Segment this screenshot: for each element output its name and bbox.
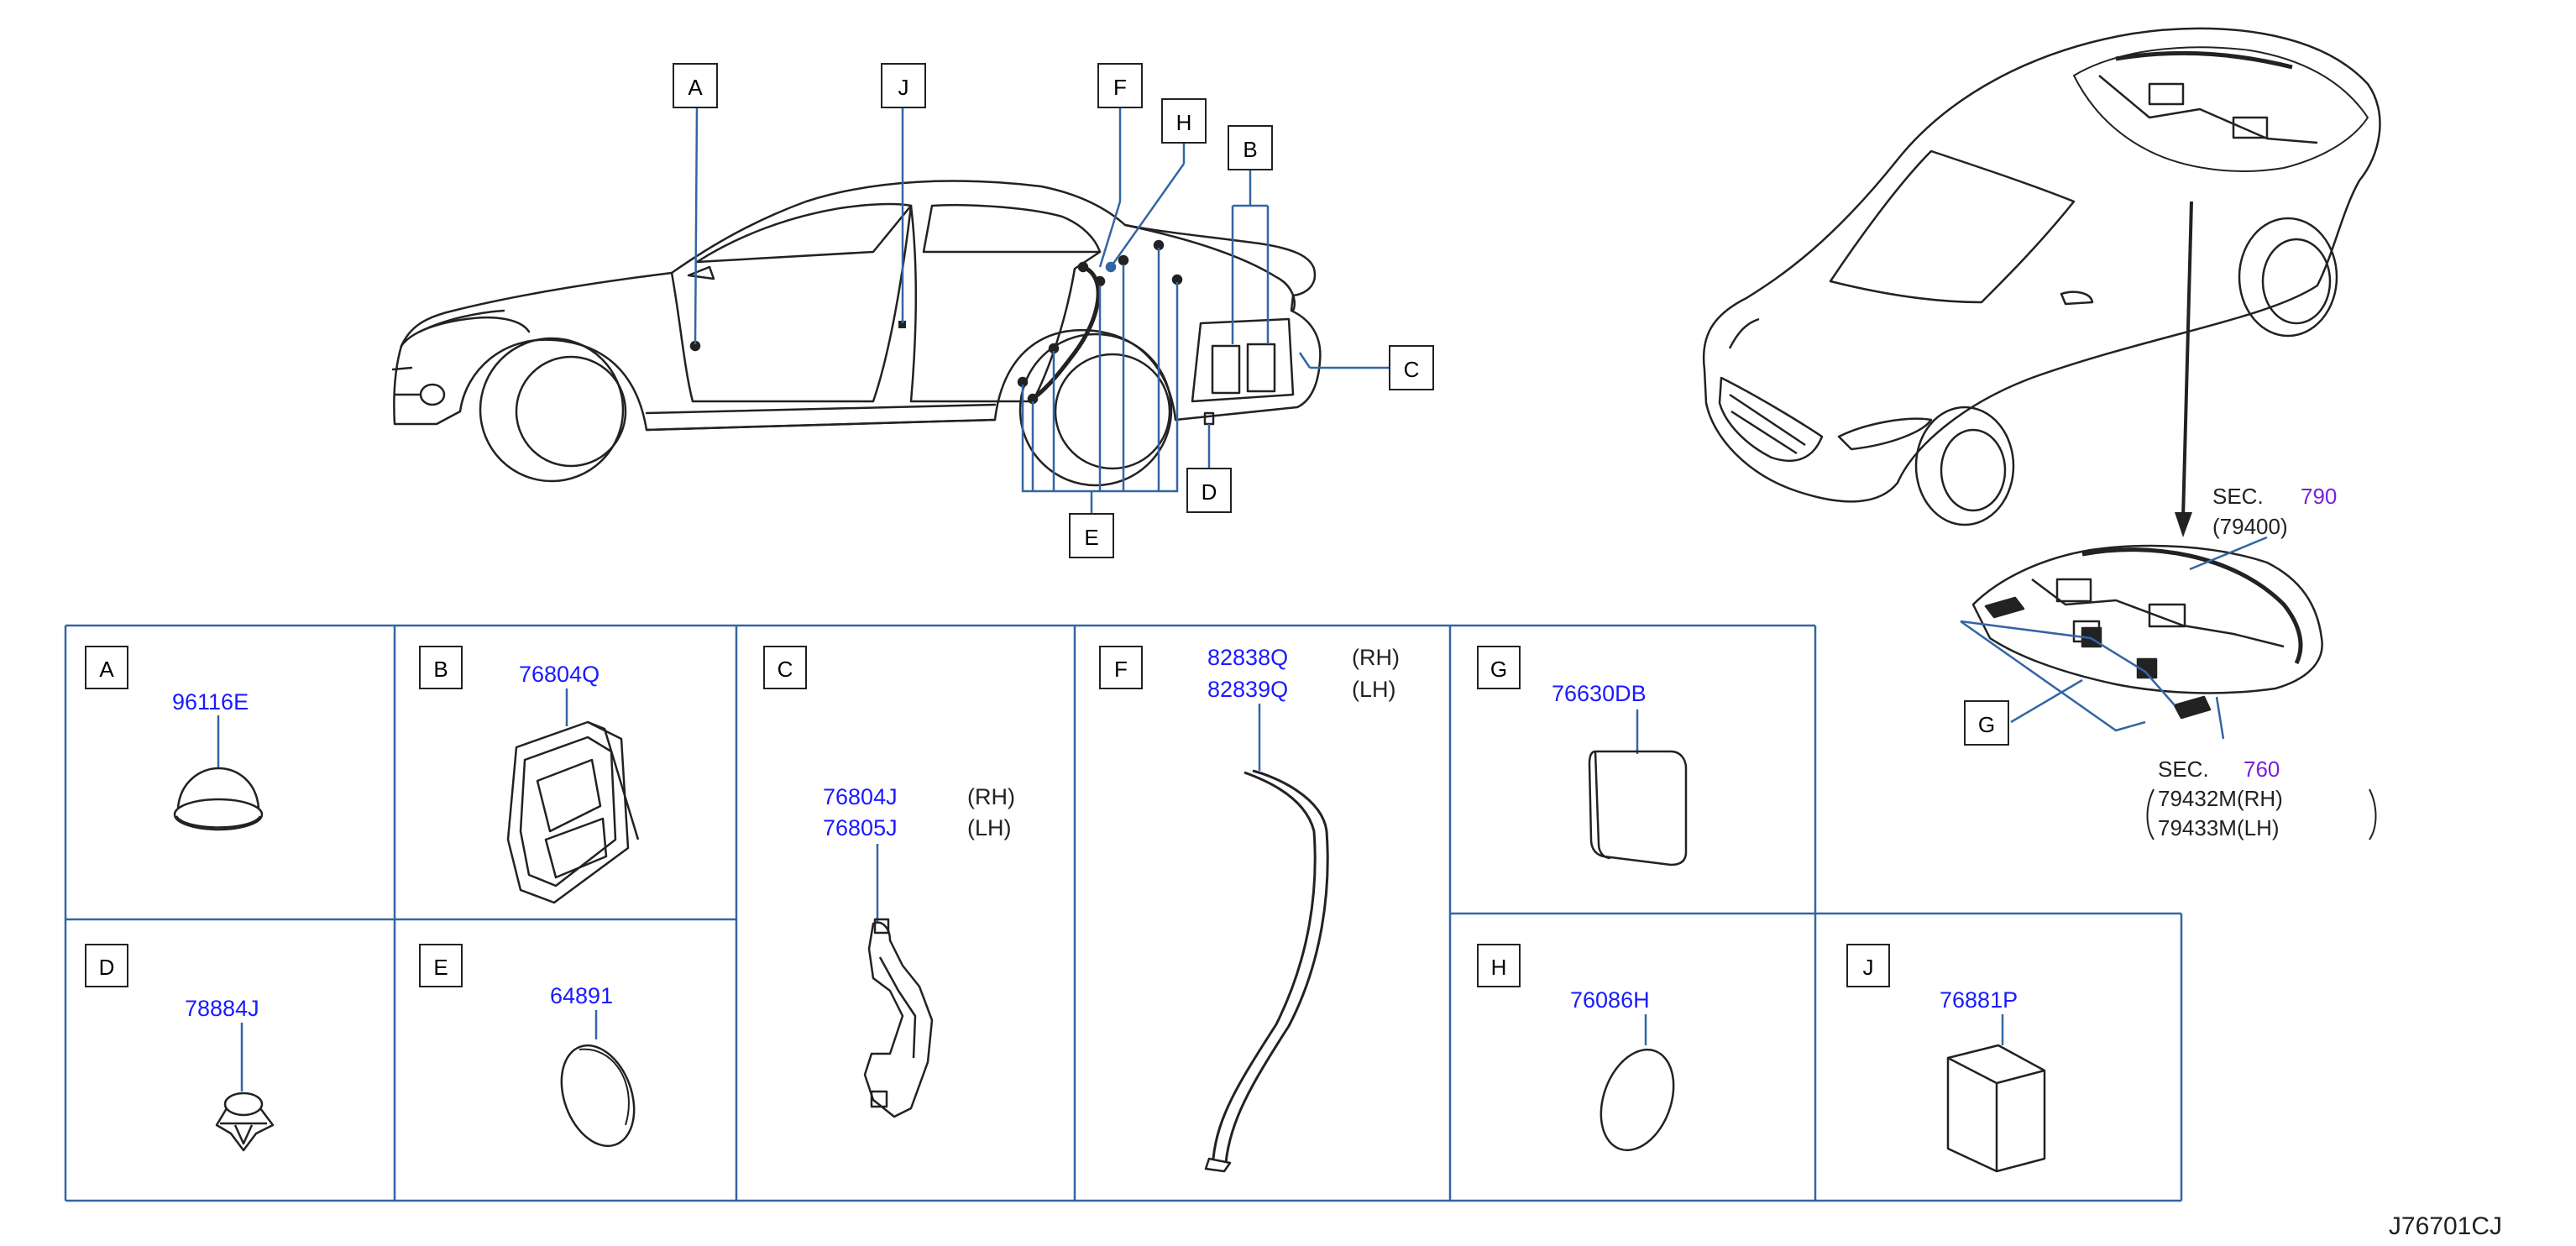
cell-c-letter: C [778,657,793,682]
cell-a-letter: A [99,657,114,682]
air-vent-76804q [506,720,640,904]
section-ref-790: SEC. 790 (79400) [2212,484,2337,539]
part-number-e: 64891 [550,983,613,1008]
rear-shelf-detail [1971,544,2323,720]
cell-b-letter: B [433,657,448,682]
pad-76630db [1588,750,1688,866]
parts-grid-lines [64,624,2183,1202]
bracket-76804j [863,918,934,1118]
side-f-rh: (RH) [1352,645,1400,670]
cell-e-letter: E [433,955,448,980]
part-number-g: 76630DB [1552,681,1647,706]
rear-shelf-leaders [1960,536,2268,740]
cell-f-letter: F [1114,657,1128,682]
callout-e: E [1069,513,1114,558]
callout-f: F [1097,63,1143,108]
callout-f-label: F [1113,75,1127,100]
drawing-id: J76701CJ [2389,1212,2502,1240]
cell-h-letter: H [1491,955,1507,980]
part-number-c-rh: 76804J [823,784,898,809]
sec-790-number: 790 [2301,484,2337,509]
part-number-j: 76881P [1940,987,2018,1013]
cell-d-letter: D [99,955,115,980]
callout-d: D [1186,468,1232,513]
side-view-car [391,180,1322,487]
side-view-callouts: A J F H B C D E [673,63,1434,558]
callout-a-label: A [688,75,703,100]
part-drawings [173,720,2046,1173]
three-quarter-view-car [1702,27,2381,526]
part-number-a: 96116E [172,689,249,715]
part-number-b: 76804Q [519,662,599,687]
part-leaders [217,688,2004,1092]
sec-760-sub-lh: 79433M(LH) [2158,815,2280,840]
clip-78884j [215,1092,275,1152]
part-number-h: 76086H [1570,987,1650,1013]
side-f-lh: (LH) [1352,677,1396,702]
part-number-f-rh: 82838Q [1207,645,1288,670]
cell-g-letter: G [1490,657,1507,682]
section-ref-760: SEC. 760 79432M(RH) 79433M(LH) [2146,756,2377,840]
cap-64891 [560,1044,636,1148]
callout-e-label: E [1084,525,1098,550]
callout-g-side: G [1964,700,2009,746]
grommet-96116e [173,767,264,831]
sec-790-sub: (79400) [2212,514,2288,539]
cell-j-letter: J [1863,955,1874,980]
side-c-lh: (LH) [967,815,1012,840]
sec-790-prefix: SEC. [2212,484,2264,509]
callout-h: H [1161,98,1207,144]
cell-letters: A B C F G D E H J [85,646,1890,987]
callout-c-label: C [1404,357,1420,382]
cap-76086h [1600,1048,1675,1152]
callout-d-label: D [1202,479,1217,505]
callout-g-label: G [1978,712,1995,737]
part-numbers: 96116E 76804Q 76804J 76805J 82838Q 82839… [172,645,2018,1021]
part-number-f-lh: 82839Q [1207,677,1288,702]
callout-j-label: J [898,75,909,100]
foam-block-76881p [1946,1044,2046,1173]
side-view-leaders [694,107,1390,514]
callout-b-label: B [1243,137,1257,162]
callout-c: C [1389,345,1434,390]
side-designations: (RH) (LH) (RH) (LH) [967,645,1400,840]
sec-760-sub-rh: 79432M(RH) [2158,786,2283,811]
part-number-d: 78884J [185,996,259,1021]
sec-760-number: 760 [2244,756,2280,782]
callout-j: J [881,63,926,108]
callout-h-label: H [1176,110,1192,135]
part-number-c-lh: 76805J [823,815,898,840]
view-arrow [2175,201,2193,537]
callout-a: A [673,63,718,108]
weatherstrip-82838q [1204,769,1329,1173]
sec-760-prefix: SEC. [2158,756,2209,782]
callout-b: B [1228,125,1273,170]
side-c-rh: (RH) [967,784,1015,809]
